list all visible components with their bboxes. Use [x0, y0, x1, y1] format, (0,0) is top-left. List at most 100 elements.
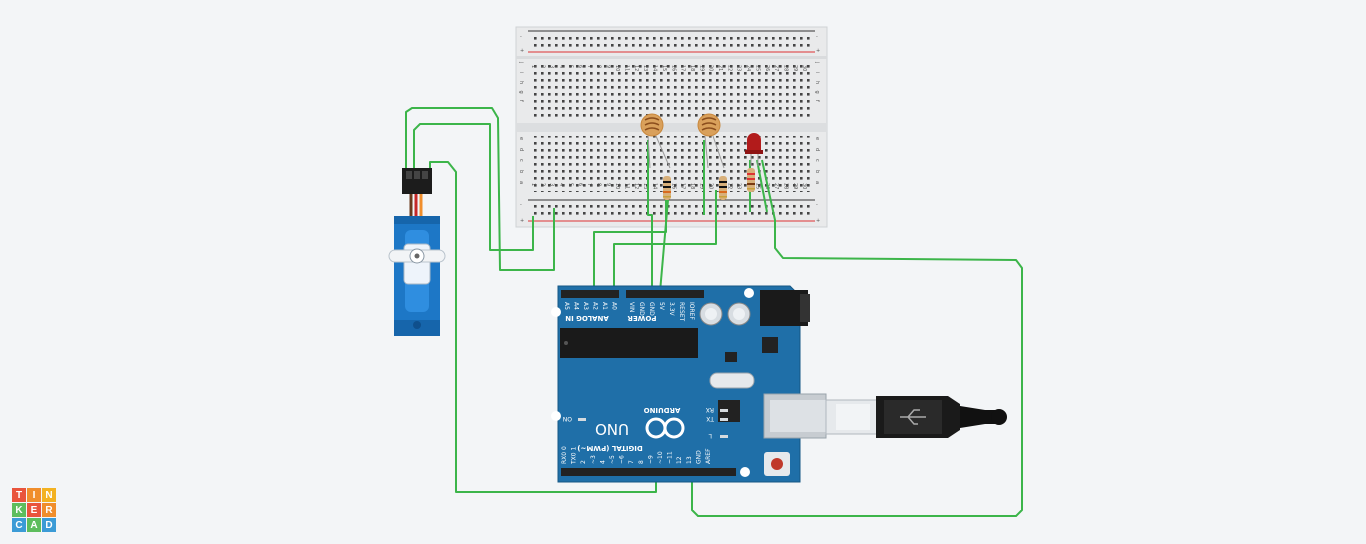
analog-pin-label: A5 [563, 302, 570, 310]
photoresistor-1[interactable] [640, 113, 671, 169]
wire-5v[interactable] [647, 140, 653, 292]
voltage-regulator [762, 337, 778, 353]
usb-icon [900, 409, 926, 425]
wire-led-pin13[interactable] [691, 159, 1023, 517]
column-number: 15 [661, 65, 667, 71]
column-number: 7 [586, 183, 592, 186]
microcontroller-chip [560, 328, 698, 358]
red-led[interactable] [745, 133, 763, 166]
reset-button[interactable] [764, 452, 790, 476]
resistor-2[interactable] [719, 176, 727, 200]
digital-label: DIGITAL (PWM~) [577, 444, 642, 452]
usb-chip [718, 400, 740, 422]
column-number: 14 [652, 183, 658, 189]
column-number: 22 [726, 65, 732, 71]
top-power-rail[interactable]: - + - + [520, 30, 820, 54]
column-number: 11 [624, 65, 630, 71]
row-letter-right: d [814, 148, 820, 151]
row-letter: e [518, 137, 524, 140]
column-number: 26 [764, 65, 770, 71]
resistor-3[interactable] [747, 168, 755, 192]
crystal-oscillator [709, 372, 755, 389]
analog-pin-label: A1 [601, 302, 608, 310]
column-number: 30 [801, 65, 807, 71]
rail-minus-label-right: - [816, 34, 818, 40]
digital-pin-label: AREF [705, 448, 712, 464]
digital-pin-label: 4 [599, 460, 606, 464]
photoresistor-2[interactable] [697, 113, 725, 169]
logo-letter: E [27, 503, 41, 517]
column-number: 2 [539, 65, 545, 68]
bottom-power-rail[interactable]: - + - + [520, 199, 820, 224]
power-pin-label: VIN [628, 302, 635, 312]
column-number: 19 [698, 183, 704, 189]
column-number: 7 [586, 65, 592, 68]
regulator [725, 352, 737, 362]
dc-power-jack[interactable] [760, 290, 810, 326]
digital-pin-label: 8 [638, 460, 645, 464]
row-letter-right: e [814, 137, 820, 140]
wire-led-resistor[interactable] [756, 159, 768, 213]
column-number: 3 [549, 65, 555, 68]
column-number: 9 [605, 65, 611, 68]
wire-servo-signal[interactable] [429, 161, 657, 493]
analog-pin-label: A0 [611, 302, 618, 310]
digital-pin-label: 12 [676, 456, 683, 464]
logo-letter: R [42, 503, 56, 517]
usb-cable[interactable] [825, 396, 1007, 438]
logo-letter: A [27, 518, 41, 532]
row-letter: h [518, 81, 524, 84]
digital-pin-label: GND [695, 450, 702, 464]
logo-letter: N [42, 488, 56, 502]
row-letter: c [518, 159, 524, 162]
wire-servo-power[interactable] [413, 123, 534, 251]
column-number: 3 [549, 183, 555, 186]
micro-servo[interactable] [388, 168, 446, 336]
digital-pin-label: 13 [686, 456, 693, 464]
wires[interactable] [405, 107, 1023, 517]
column-number: 28 [782, 65, 788, 71]
power-pin-label: GND [638, 302, 645, 316]
resistor-1[interactable] [663, 176, 671, 200]
column-number: 18 [689, 65, 695, 71]
rail-plus-label-bottom: + [520, 218, 524, 224]
mount-hole [551, 307, 561, 317]
wire-servo-ground[interactable] [405, 107, 555, 271]
status-leds: ON RX TX L [563, 406, 728, 439]
logo-letter: C [12, 518, 26, 532]
rail-minus-label: - [520, 34, 522, 40]
usb-port[interactable] [763, 393, 827, 439]
wire-gnd[interactable] [659, 199, 669, 293]
rx-led-label: RX [706, 406, 714, 413]
column-number: 20 [708, 65, 714, 71]
column-number: 12 [633, 183, 639, 189]
digital-pin-label: ~3 [590, 455, 597, 464]
rail-plus-label-bottom-right: + [816, 218, 820, 224]
column-number: 28 [782, 183, 788, 189]
column-number: 29 [792, 183, 798, 189]
row-letter-right: a [814, 181, 820, 184]
column-number: 4 [558, 65, 564, 68]
power-label: POWER [627, 314, 657, 322]
upper-terminal-strip[interactable] [530, 62, 811, 120]
row-letter: b [518, 170, 524, 173]
column-number: 8 [595, 183, 601, 186]
column-number: 16 [670, 183, 676, 189]
rail-separator [516, 56, 827, 59]
analog-in-label: ANALOG IN [565, 314, 609, 322]
digital-pin-label: 7 [628, 460, 635, 464]
column-number: 10 [614, 65, 620, 71]
power-pin-label: RESET [678, 302, 685, 322]
center-channel [516, 123, 827, 132]
row-letter: i [518, 72, 524, 73]
power-pin-label: 5V [658, 302, 665, 311]
column-number: 14 [652, 65, 658, 71]
mount-hole [744, 288, 754, 298]
logo-letter: D [42, 518, 56, 532]
